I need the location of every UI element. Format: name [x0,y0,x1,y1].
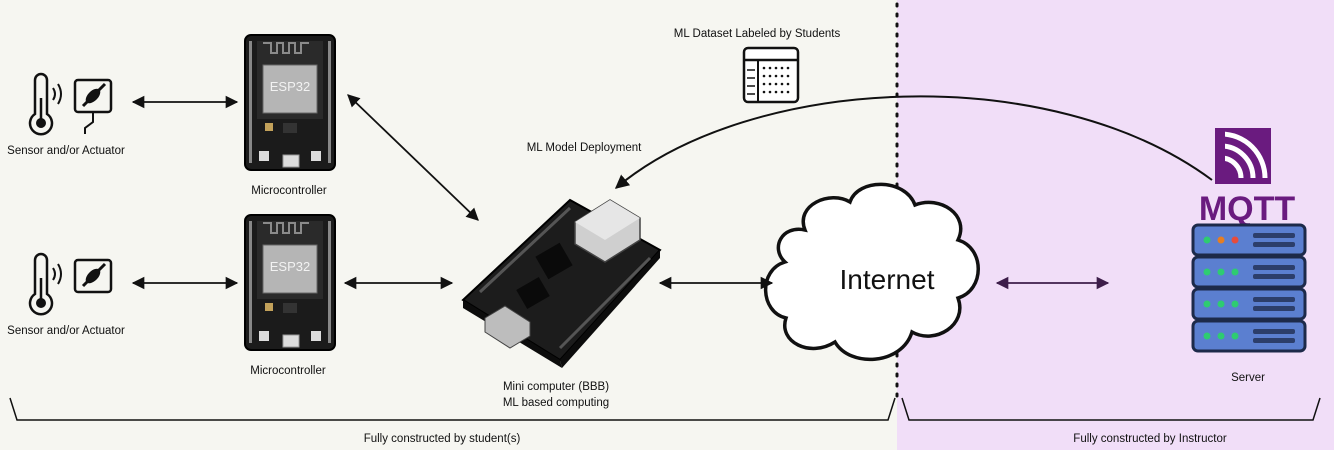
model-deployment-label: ML Model Deployment [526,142,642,154]
student-zone-label: Fully constructed by student(s) [363,433,521,445]
server-unit-3 [1191,287,1307,321]
server-unit-2 [1191,255,1307,289]
sensor-label-1: Sensor and/or Actuator [7,145,125,157]
mini-computer-board [461,198,662,368]
instructor-brace [901,397,1321,421]
mqtt-wordmark: MQTT [1199,190,1296,228]
server-rack-icon [1191,223,1307,353]
internet-label: Internet [839,264,935,295]
microcontroller-label-1: Microcontroller [251,185,327,197]
server-unit-1 [1191,223,1307,257]
arrow-mcu1-bbb [347,94,479,221]
ml-computing-label: ML based computing [502,397,610,409]
mini-computer-label: Mini computer (BBB) [502,381,610,393]
sensor-actuator-icon-1 [28,72,113,136]
mqtt-logo [1215,128,1271,184]
microcontroller-label-2: Microcontroller [250,365,326,377]
dataset-label: ML Dataset Labeled by Students [673,28,841,40]
esp32-chip-label-2: ESP32 [270,259,310,274]
sensor-actuator-icon-2 [28,252,113,316]
sensor-label-2: Sensor and/or Actuator [7,325,125,337]
microcontroller-board-2: ESP32 [244,214,336,351]
internet-cloud [763,182,980,362]
arrow-model-deployment [614,95,1213,189]
dataset-table-icon [742,46,800,104]
instructor-zone-label: Fully constructed by Instructor [1073,433,1227,445]
esp32-chip-label-1: ESP32 [270,79,310,94]
microcontroller-board-1: ESP32 [244,34,336,171]
server-unit-4 [1191,319,1307,353]
student-brace [9,397,896,421]
server-label: Server [1231,372,1265,384]
